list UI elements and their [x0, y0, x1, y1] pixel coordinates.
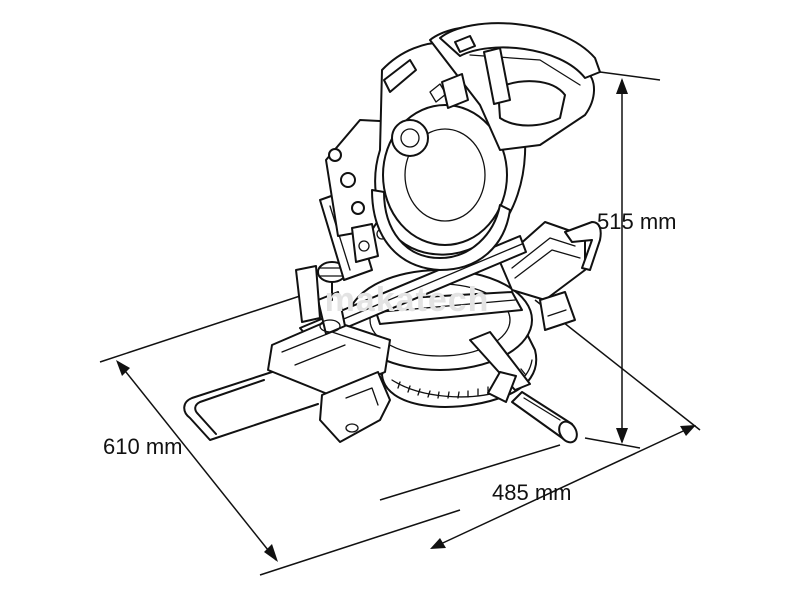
- depth-dimension-label: 610 mm: [103, 434, 183, 459]
- depth-dimension: [99, 295, 461, 576]
- saw-head: [319, 22, 601, 281]
- width-dimension-label: 485 mm: [492, 480, 572, 505]
- height-dimension-label: 515 mm: [597, 209, 677, 234]
- left-extension: [183, 261, 391, 443]
- right-extension: [499, 221, 602, 331]
- height-dimension: [584, 71, 661, 449]
